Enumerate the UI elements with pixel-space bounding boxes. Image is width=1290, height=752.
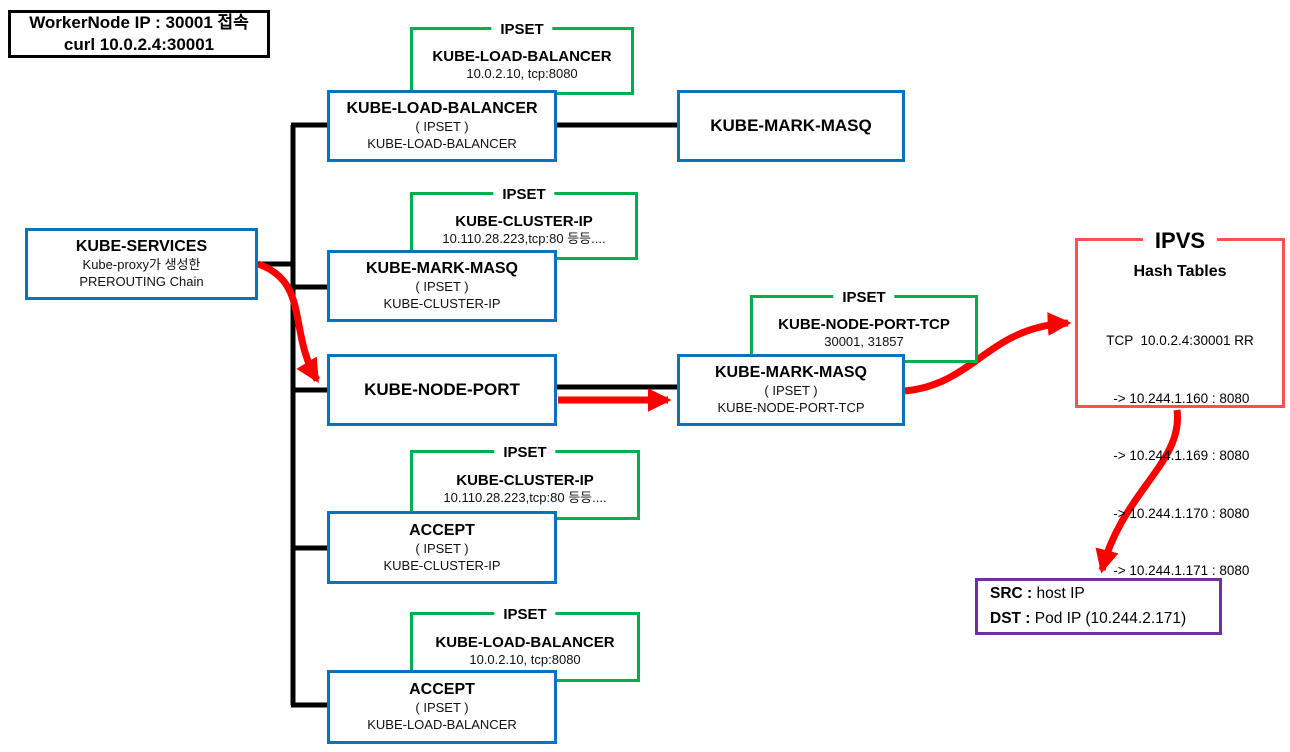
chain-title: KUBE-MARK-MASQ: [715, 364, 867, 382]
chain-sub: ( IPSET ): [415, 119, 469, 135]
chain-title: ACCEPT: [409, 681, 475, 699]
ipset-detail: 10.110.28.223,tcp:80 등등....: [442, 231, 606, 247]
result-src-line: SRC : host IP: [990, 582, 1085, 606]
ipset-box-load-balancer-top: IPSET KUBE-LOAD-BALANCER 10.0.2.10, tcp:…: [410, 20, 634, 95]
chain-sub: KUBE-NODE-PORT-TCP: [717, 400, 865, 415]
chain-kube-mark-masq-node-port-tcp: KUBE-MARK-MASQ ( IPSET ) KUBE-NODE-PORT-…: [677, 354, 905, 426]
dst-value: Pod IP (10.244.2.171): [1034, 609, 1187, 627]
ipset-box-node-port-tcp: IPSET KUBE-NODE-PORT-TCP 30001, 31857: [750, 288, 978, 363]
ipset-legend: IPSET: [491, 20, 553, 40]
ipset-box-cluster-ip-low: IPSET KUBE-CLUSTER-IP 10.110.28.223,tcp:…: [410, 443, 640, 520]
result-dst-line: DST : Pod IP (10.244.2.171): [990, 607, 1186, 631]
chain-kube-mark-masq-cluster-ip: KUBE-MARK-MASQ ( IPSET ) KUBE-CLUSTER-IP: [327, 250, 557, 322]
chain-sub: ( IPSET ): [764, 383, 818, 399]
ipvs-target: -> 10.244.1.170 : 8080: [1113, 505, 1250, 521]
node-kube-services: KUBE-SERVICES Kube-proxy가 생성한 PREROUTING…: [25, 228, 258, 300]
chain-kube-mark-masq-top: KUBE-MARK-MASQ: [677, 90, 905, 162]
chain-title: KUBE-MARK-MASQ: [710, 115, 872, 135]
chain-title: KUBE-NODE-PORT: [364, 379, 520, 399]
chain-sub: KUBE-LOAD-BALANCER: [367, 717, 517, 732]
entry-note-line2: curl 10.0.2.4:30001: [63, 35, 215, 54]
ipset-legend: IPSET: [493, 185, 555, 205]
chain-sub: ( IPSET ): [415, 279, 469, 295]
ipset-detail: 10.110.28.223,tcp:80 등등....: [443, 490, 607, 506]
ipset-title: KUBE-CLUSTER-IP: [456, 471, 594, 489]
chain-title: KUBE-LOAD-BALANCER: [346, 100, 538, 118]
node-subtitle: PREROUTING Chain: [79, 274, 204, 289]
chain-sub: ( IPSET ): [415, 700, 469, 716]
chain-title: KUBE-MARK-MASQ: [366, 260, 518, 278]
result-src-dst: SRC : host IP DST : Pod IP (10.244.2.171…: [975, 578, 1222, 635]
ipset-title: KUBE-NODE-PORT-TCP: [778, 315, 950, 333]
ipset-title: KUBE-LOAD-BALANCER: [435, 633, 615, 651]
entry-note-line1: WorkerNode IP : 30001 접속: [29, 12, 249, 32]
ipset-legend: IPSET: [494, 605, 556, 625]
node-subtitle: Kube-proxy가 생성한: [82, 257, 201, 273]
chain-kube-node-port: KUBE-NODE-PORT: [327, 354, 557, 426]
src-label: SRC :: [990, 585, 1033, 603]
ipvs-service-entry: TCP 10.0.2.4:30001 RR: [1106, 333, 1254, 349]
ipset-legend: IPSET: [494, 443, 556, 463]
ipset-legend: IPSET: [833, 288, 895, 308]
dst-label: DST :: [990, 609, 1031, 627]
chain-accept-load-balancer: ACCEPT ( IPSET ) KUBE-LOAD-BALANCER: [327, 670, 557, 744]
ipset-box-cluster-ip-mid: IPSET KUBE-CLUSTER-IP 10.110.28.223,tcp:…: [410, 185, 638, 260]
ipvs-target: -> 10.244.1.169 : 8080: [1113, 448, 1250, 464]
ipvs-title: Hash Tables: [1133, 263, 1227, 280]
ipvs-target: -> 10.244.1.160 : 8080: [1113, 390, 1250, 406]
ipset-detail: 10.0.2.10, tcp:8080: [469, 652, 581, 668]
chain-sub: KUBE-CLUSTER-IP: [383, 296, 501, 311]
workernode-entry-note: WorkerNode IP : 30001 접속 curl 10.0.2.4:3…: [8, 10, 270, 58]
ipvs-hash-tables: IPVS Hash Tables TCP 10.0.2.4:30001 RR -…: [1075, 228, 1285, 578]
chain-sub: ( IPSET ): [415, 540, 469, 556]
src-value: host IP: [1036, 585, 1085, 603]
ipset-title: KUBE-LOAD-BALANCER: [432, 47, 612, 65]
node-title: KUBE-SERVICES: [75, 238, 208, 256]
ipset-title: KUBE-CLUSTER-IP: [455, 212, 593, 230]
ipset-detail: 10.0.2.10, tcp:8080: [466, 66, 578, 82]
ipvs-entry-list: TCP 10.0.2.4:30001 RR -> 10.244.1.160 : …: [1106, 293, 1254, 619]
chain-kube-load-balancer: KUBE-LOAD-BALANCER ( IPSET ) KUBE-LOAD-B…: [327, 90, 557, 162]
chain-accept-cluster-ip: ACCEPT ( IPSET ) KUBE-CLUSTER-IP: [327, 511, 557, 584]
arrow-services-to-nodeport: [256, 260, 321, 384]
ipvs-legend: IPVS: [1142, 228, 1218, 254]
chain-sub: KUBE-LOAD-BALANCER: [367, 136, 517, 151]
chain-sub: KUBE-CLUSTER-IP: [383, 557, 501, 573]
chain-title: ACCEPT: [409, 521, 475, 539]
ipset-detail: 30001, 31857: [824, 334, 904, 350]
